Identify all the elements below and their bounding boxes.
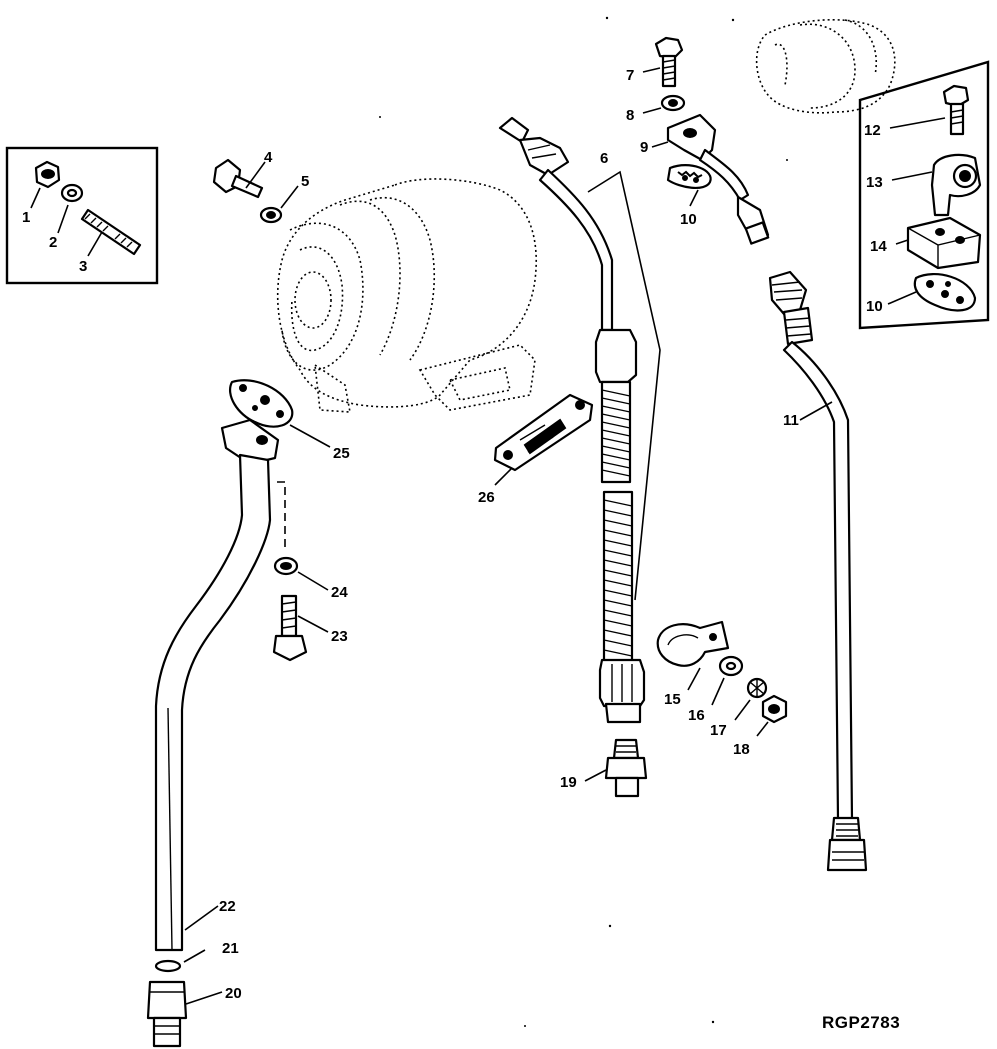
bolt-23 [272,594,308,662]
nut-18 [761,694,788,724]
bolt-7 [654,36,684,88]
callout-20: 20 [225,985,242,1002]
stud-3 [80,208,142,256]
callout-2: 2 [49,234,57,251]
connector-19 [604,738,648,798]
figure-reference: RGP2783 [822,1013,900,1032]
block-14 [906,216,982,270]
intake-pipe-ghost-outline [755,19,896,114]
clamp-15 [656,620,730,667]
washer-2 [60,183,84,203]
nut-1 [34,160,61,189]
callout-16: 16 [688,707,705,724]
callout-11: 11 [783,412,799,429]
callout-22: 22 [219,898,236,915]
figure-reference-code: RGP2783 [822,1013,900,1032]
oil-supply-line-6 [498,116,646,724]
gasket-25 [229,379,294,428]
gasket-10-lower [913,273,977,312]
callout-14: 14 [870,238,887,255]
callout-9: 9 [640,139,648,156]
callout-15: 15 [664,691,681,708]
inset-box-stud-kit [5,146,159,285]
scan-specks [379,16,788,1027]
washer-5 [259,206,283,224]
callout-24: 24 [331,584,348,601]
washer-16 [718,655,744,677]
bolt-12 [942,84,970,136]
lock-washer-17 [746,677,768,699]
callout-25: 25 [333,445,350,462]
callout-18: 18 [733,741,750,758]
callout-26: 26 [478,489,495,506]
lock-washer-8 [660,94,686,112]
connector-20 [146,980,188,1048]
elbow-fitting-13 [930,153,982,217]
callout-6: 6 [600,150,608,167]
callout-8: 8 [626,107,634,124]
callout-10-lower: 10 [866,298,883,315]
callout-5: 5 [301,173,309,190]
inset-box-elbow-kit [858,60,990,330]
callout-1: 1 [22,209,30,226]
callout-19: 19 [560,774,577,791]
washer-24 [273,556,299,576]
callout-12: 12 [864,122,881,139]
callout-10-upper: 10 [680,211,697,228]
turbocharger-ghost-outline [276,178,538,413]
callout-labels: 1 2 3 4 5 6 7 8 9 10 10 11 12 13 14 15 1… [22,67,887,1002]
callout-4: 4 [264,149,273,166]
o-ring-21 [154,959,182,973]
callout-21: 21 [222,940,239,957]
callout-7: 7 [626,67,634,84]
callout-3: 3 [79,258,87,275]
callout-23: 23 [331,628,348,645]
callout-13: 13 [866,174,883,191]
gasket-10-upper [666,164,712,189]
callout-17: 17 [710,722,727,739]
gasket-26 [493,393,594,472]
bolt-4 [212,158,264,199]
oil-return-line-11 [768,270,868,872]
oil-drain-tube-22 [154,418,280,952]
banjo-fitting-9 [666,113,770,245]
